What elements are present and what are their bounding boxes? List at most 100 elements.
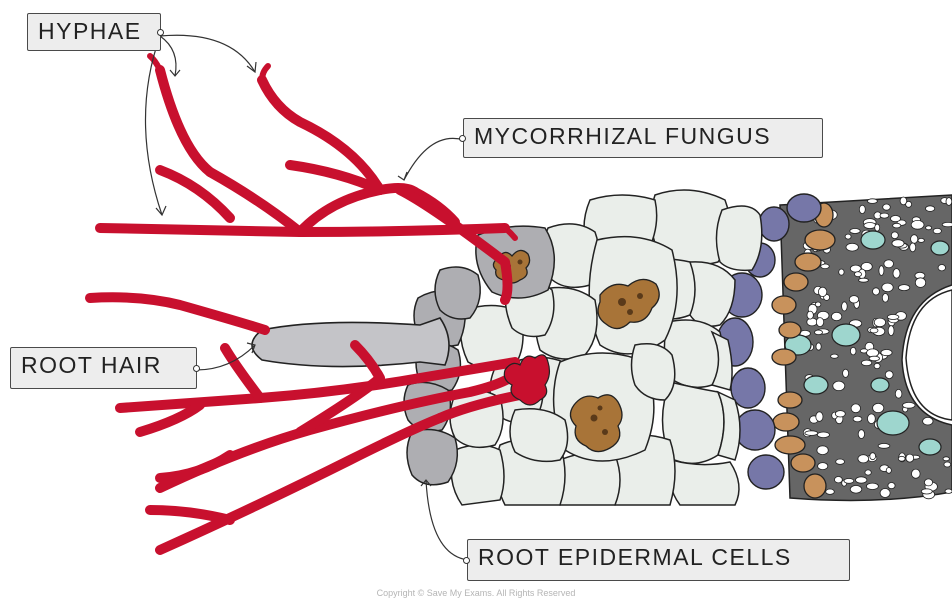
stele-granule xyxy=(873,403,884,412)
stele-granule xyxy=(886,468,891,474)
stele-granule xyxy=(851,404,860,413)
stele-granule xyxy=(836,459,845,464)
label-root-epidermal-cells: ROOT EPIDERMAL CELLS xyxy=(467,539,850,581)
stele-granule xyxy=(910,243,916,252)
stele-granule xyxy=(878,444,890,449)
stele-granule xyxy=(882,283,893,292)
label-mycorrhizal-fungus: MYCORRHIZAL FUNGUS xyxy=(463,118,823,158)
label-fungus-anchor xyxy=(459,135,466,142)
stele-granule xyxy=(882,294,888,303)
stele-granule xyxy=(926,226,932,230)
stele-granule xyxy=(858,430,864,439)
stele-granule xyxy=(839,269,844,275)
stele-granule xyxy=(933,228,941,233)
stele-granule xyxy=(887,315,899,320)
stele-granule xyxy=(875,224,880,231)
stele-granule xyxy=(856,477,867,483)
stele-granule xyxy=(807,318,817,326)
stele-granule xyxy=(926,206,935,212)
stele-granule xyxy=(911,235,918,244)
stele-granule xyxy=(850,486,862,494)
stele-granule xyxy=(817,446,828,455)
label-epidermal-text: ROOT EPIDERMAL CELLS xyxy=(478,544,792,570)
stele-granule xyxy=(893,269,900,279)
stele-granule xyxy=(833,381,845,391)
stele-granule xyxy=(898,285,909,291)
label-root-hair: ROOT HAIR xyxy=(10,347,197,389)
stele-granule xyxy=(853,416,862,422)
stele-granule xyxy=(845,234,851,239)
stele-granule xyxy=(844,479,854,484)
stele-granule xyxy=(816,318,823,327)
stele-granule xyxy=(861,360,871,366)
stele-granule xyxy=(903,402,916,408)
stele-granule xyxy=(921,489,932,494)
stele-granule xyxy=(944,462,951,467)
stele-granule xyxy=(865,470,871,475)
label-root-hair-anchor xyxy=(193,365,200,372)
label-epidermal-anchor xyxy=(463,557,470,564)
stele-granule xyxy=(843,369,849,377)
stele-granule xyxy=(888,483,895,489)
root-hair xyxy=(252,318,449,367)
stele-granule xyxy=(906,454,914,462)
stele-granule xyxy=(924,479,932,486)
stele-granule xyxy=(911,220,924,229)
stele-granule xyxy=(946,198,952,206)
stele-granule xyxy=(867,349,879,357)
label-root-hair-text: ROOT HAIR xyxy=(21,352,162,378)
stele-granule xyxy=(891,232,898,239)
stele-granule xyxy=(885,371,893,379)
stele-granule xyxy=(880,489,890,498)
stele-granule xyxy=(835,411,845,417)
stele-granule xyxy=(923,417,933,425)
stele-granule xyxy=(816,343,821,350)
stele-granule xyxy=(868,414,876,424)
stele-granule xyxy=(858,455,869,463)
stele-granule xyxy=(866,483,878,489)
stele-granule xyxy=(807,311,813,319)
stele-granule xyxy=(883,204,891,210)
stele-granule xyxy=(842,302,848,311)
stele-granule xyxy=(892,240,904,247)
stele-granule xyxy=(850,347,856,355)
stele-granule xyxy=(888,326,894,336)
stele-granule xyxy=(864,223,876,229)
stele-granule xyxy=(895,389,902,398)
stele-granule xyxy=(805,431,818,436)
label-hyphae-text: HYPHAE xyxy=(38,18,142,44)
stele-granule xyxy=(938,265,945,271)
stele-granule xyxy=(817,432,829,438)
stele-granule xyxy=(874,318,885,327)
stele-granule xyxy=(912,469,921,478)
stele-granule xyxy=(816,412,823,422)
stele-granule xyxy=(915,278,925,288)
stele-granule xyxy=(898,456,905,461)
stele-granule xyxy=(850,229,860,234)
stele-granule xyxy=(849,296,858,303)
label-hyphae: HYPHAE xyxy=(27,13,161,51)
stele-granule xyxy=(818,463,828,470)
stele-granule xyxy=(870,328,878,333)
arrowheads xyxy=(156,62,431,486)
stele-granule xyxy=(881,350,892,356)
stele-granule xyxy=(859,278,869,282)
stele-granule xyxy=(893,223,901,228)
stele-granule xyxy=(943,457,949,461)
stele-granule xyxy=(831,312,841,320)
stele-granule xyxy=(884,260,894,268)
stele-granule xyxy=(900,197,907,205)
stele-granule xyxy=(855,272,862,277)
stele-granule xyxy=(879,266,884,276)
copyright-notice: Copyright © Save My Exams. All Rights Re… xyxy=(0,588,952,598)
stele-granule xyxy=(831,354,839,358)
fungus-leader xyxy=(404,138,464,180)
stele-granule xyxy=(945,489,952,493)
stele-granule xyxy=(867,199,877,204)
stele-granule xyxy=(826,489,835,494)
stele-granule xyxy=(859,205,865,213)
stele-granule xyxy=(873,288,880,295)
stele-granule xyxy=(815,330,823,335)
